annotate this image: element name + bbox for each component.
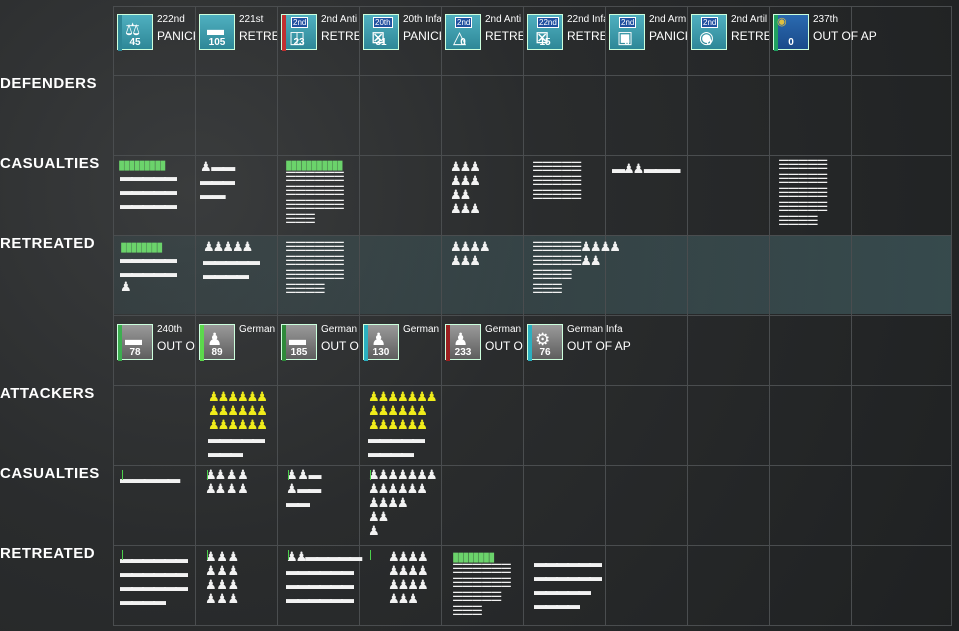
attacker-unit-6[interactable]: ⚙76 German Infa OUT OF AP [525, 324, 665, 364]
attacker-stack: ♟♟♟♟♟♟♟♟♟♟♟♟♟♟♟♟♟♟♟ [368, 389, 438, 432]
casualty-stack: ▮▮▮▮▮▮▮▮▮▮▮ [285, 157, 344, 172]
infantry-symbol-icon: ⊠ [371, 28, 386, 47]
retreated-stack: ▮▮▮▮▮▮▮▮ [452, 549, 495, 564]
casualty-stack: ♟♟♟♟♟♟♟♟♟♟♟♟♟♟♟♟♟♟♟♟ [368, 467, 438, 538]
soldier-icon: ♟ [453, 330, 469, 349]
defender-unit-9[interactable]: ◉0 237th OUT OF AP [771, 14, 911, 54]
defender-unit-2[interactable]: ▬105 221st RETRE [197, 14, 277, 54]
retreated-stack: ▬▬▬▬▬▬▬▬▬▬▬▬▬▬▬▬▬▬▬▬▬▬ [120, 551, 188, 608]
gun-icon: ⚙ [535, 330, 551, 349]
casualty-stack: ☰☰☰☰☰☰☰☰☰☰☰☰☰☰☰☰☰☰☰☰☰☰☰☰ [778, 157, 828, 228]
retreated-stack: ♟ ♟ ♟♟ ♟ ♟♟ ♟ ♟♟ ♟ ♟ [205, 549, 239, 606]
soldier-icon: ♟ [207, 330, 223, 349]
retreated-stack: ▬▬▬▬▬▬▬▬▬▬♟ [120, 251, 177, 294]
casualty-stack: ♟♟ ♟ ♟♟♟ ♟ ♟ [205, 467, 249, 496]
infantry-symbol-icon: ⊠ [535, 28, 550, 47]
row-label-attackers: ATTACKERS [0, 385, 95, 402]
tank-icon: ▬ [125, 330, 142, 349]
casualty-stack: ▬♟♟ ▬▬ ▬ [612, 161, 681, 176]
casualty-stack: ☰☰☰☰☰☰☰☰☰☰☰☰☰☰☰ [532, 159, 582, 202]
attacker-unit-2[interactable]: ♟89 German [197, 324, 277, 364]
defender-unit-8[interactable]: 2nd◉0 2nd Artil RETRE [689, 14, 769, 54]
soldier-icon: ♟ [371, 330, 387, 349]
attacker-stack: ♟♟♟♟♟♟♟♟♟♟♟♟♟♟♟♟♟♟ [208, 389, 268, 432]
retreated-stack: ▬▬▬▬▬▬▬▬▬▬▬▬▬▬▬▬▬▬▬▬▬ [534, 555, 602, 612]
hq-icon: ◉ [777, 16, 787, 28]
retreated-stack: ♟♟▬▬▬▬▬▬▬▬▬▬▬▬▬▬▬▬▬▬▬▬▬▬▬ [286, 549, 362, 606]
retreated-stack: ☰☰☰☰☰☰☰☰☰☰☰☰☰☰☰☰☰☰☰☰☰☰ [285, 239, 345, 296]
row-label-defenders: DEFENDERS [0, 75, 98, 92]
defender-unit-4[interactable]: 20th⊠31 20th Infa PANICK [361, 14, 441, 54]
casualty-stack: ☰☰☰☰☰☰☰☰☰☰☰☰☰☰☰☰☰☰☰☰☰ [285, 169, 345, 226]
casualty-stack: ♟♟♟♟♟♟♟♟♟♟♟ [450, 159, 481, 216]
defender-unit-6[interactable]: 22nd⊠15 22nd Infa RETRE [525, 14, 605, 54]
tank-icon: ▬ [289, 330, 306, 349]
artillery-symbol-icon: ◉ [699, 28, 714, 47]
attacker-stack: ▬▬▬▬▬▬▬▬ [208, 431, 265, 460]
attacker-stack: ▬▬▬▬▬▬▬▬▬ [368, 431, 425, 460]
retreated-stack: ♟♟♟♟♟♟♟ [450, 239, 491, 268]
row-label-retreated-attackers: RETREATED [0, 545, 96, 562]
retreated-stack: ☰☰☰☰☰☰☰☰☰☰☰☰☰☰☰☰☰☰☰☰ [452, 561, 512, 618]
row-label-retreated-defenders: RETREATED [0, 235, 96, 252]
retreated-stack: ▮▮▮▮▮▮▮▮ [120, 239, 163, 254]
defender-unit-5[interactable]: 2nd△0 2nd Anti RETRE [443, 14, 523, 54]
retreated-stack: ☰☰☰☰☰♟♟♟♟☰☰☰☰☰♟♟☰☰☰☰☰☰☰ [532, 239, 621, 296]
casualty-stack: ▬▬▬▬▬▬▬▬▬▬▬▬▬▬▬ [120, 169, 177, 212]
attacker-unit-3[interactable]: ▬185 German OUT OF [279, 324, 359, 364]
attacker-unit-4[interactable]: ♟130 German [361, 324, 441, 364]
combat-grid [113, 6, 952, 626]
retreated-stack: ♟♟♟♟♟▬▬▬▬▬▬▬▬▬ [203, 239, 260, 282]
casualty-stack: ♟ ♟ ▬♟ ▬▬▬▬ [286, 467, 322, 510]
attacker-unit-1[interactable]: ▬78 240th OUT OF [115, 324, 195, 364]
casualty-stack: ▮▮▮▮▮▮▮▮▮ [118, 157, 166, 172]
casualty-stack: ▬ ▬▬ ▬▬ [120, 471, 180, 486]
armor-symbol-icon: ▣ [617, 28, 634, 47]
infantry-gun-icon: ⚖ [125, 20, 141, 39]
attacker-unit-5[interactable]: ♟233 German In OUT OF [443, 324, 523, 364]
defender-unit-1[interactable]: ⚖45 222nd PANICK [115, 14, 195, 54]
row-label-casualties-defenders: CASUALTIES [0, 155, 100, 172]
retreated-band [114, 236, 951, 314]
retreated-stack: ♟♟♟♟♟♟♟♟♟♟♟♟♟♟♟ [388, 549, 429, 606]
defender-unit-3[interactable]: 2nd◫23 2nd Anti RETRE [279, 14, 359, 54]
antitank-symbol-icon: △ [453, 28, 467, 47]
row-label-casualties-attackers: CASUALTIES [0, 465, 100, 482]
antitank-symbol-icon: ◫ [289, 28, 306, 47]
defender-unit-7[interactable]: 2nd▣0 2nd Arm PANICK [607, 14, 687, 54]
tank-icon: ▬ [207, 20, 224, 39]
casualty-stack: ♟ ▬▬▬▬▬▬ ▬ [200, 159, 235, 202]
